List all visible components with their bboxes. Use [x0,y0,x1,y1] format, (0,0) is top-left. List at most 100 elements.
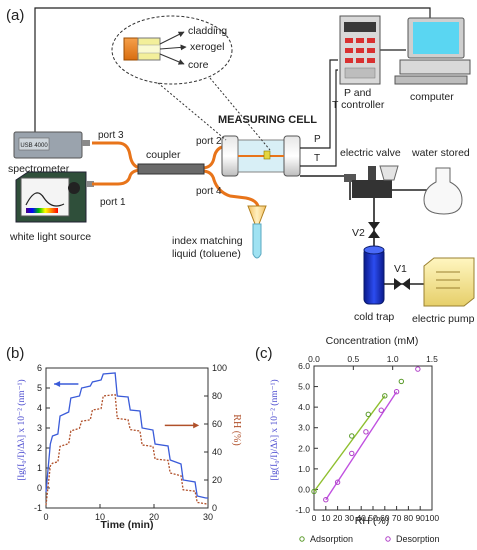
chart-b-xtick-label: 20 [149,512,159,522]
white-light-source-icon [15,171,94,223]
chart-b-ytick-label: 5 [37,383,42,393]
chart-b-y2tick-label: 0 [212,503,217,513]
chart-c-point-desorption [323,497,329,503]
chart-b-ytick-label: 4 [37,403,42,413]
chart-b-y2label: RH (%) [231,414,242,445]
chart-b-ytick-label: 2 [37,443,42,453]
chart-c-legend-label: Desorption [396,534,440,544]
chart-c-ytick-label: 1.0 [298,464,310,474]
spectrometer-display: USB 4000 [20,143,48,149]
port4-label: port 4 [196,186,222,197]
chart-c-point-desorption [378,407,384,413]
chart-c-xtick-label: 90 [415,513,425,523]
chart-c-ytick-label: -1.0 [295,505,310,515]
measuring-cell-icon [221,135,301,177]
controller-label-1: P and [344,87,371,99]
chart-c-legend-marker [299,536,305,542]
v1-valve-icon [394,278,410,290]
chart-c-point-desorption [415,366,421,372]
chart-c-xtick-label: 60 [380,513,390,523]
t-wire [300,69,338,167]
measuring-cell-label: MEASURING CELL [218,114,317,126]
cold-trap-label: cold trap [354,311,394,323]
chart-b: (b) [lg(I₀/I)/Δλ] x 10⁻² (nm⁻¹) RH (%) T… [6,345,242,531]
chart-c-xtick-label: 20 [333,513,343,523]
index-matching-label-2: liquid (toluene) [172,248,241,260]
chart-c-x2tick-label: 1.0 [387,354,399,364]
p-wire [300,59,338,149]
chart-b-ytick-label: -1 [34,503,42,513]
chart-b-ytick-label: 0 [37,483,42,493]
chart-c-x2tick-label: 0.5 [347,354,359,364]
computer-label: computer [410,91,454,103]
v2-valve-icon [368,222,380,238]
cladding-label: cladding [188,25,227,37]
electric-valve-icon [344,165,399,198]
chart-c-fit-line [313,395,386,492]
chart-c-xtick-label: 80 [404,513,414,523]
chart-b-series-right [45,393,208,506]
chart-b-plot-frame [45,367,209,509]
chart-c-plot-frame [313,365,433,511]
chart-b-ytick-label: 1 [37,463,42,473]
electric-valve-label: electric valve [340,147,401,159]
port2-label: port 2 [196,136,222,147]
chart-b-left-arrow-head [54,381,61,387]
fiber-detail-callout [111,15,271,151]
chart-c-point-desorption [363,429,369,435]
index-matching-label-1: index matching [172,235,243,247]
chart-c-fit-line [325,391,398,501]
water-stored-label: water stored [411,147,470,159]
chart-c-point-desorption [393,389,400,395]
chart-b-ytick-label: 6 [37,363,42,373]
chart-c-xtick-label: 50 [368,513,378,523]
chart-c-ylabel: [lg(I₀/I)/Δλ] x 10⁻² (nm⁻¹) [269,379,280,480]
chart-b-ylabel: [lg(I₀/I)/Δλ] x 10⁻² (nm⁻¹) [16,379,27,480]
chart-b-y2tick-label: 40 [212,447,222,457]
cold-trap-icon [363,245,385,305]
chart-c-xtick-label: 100 [425,513,439,523]
chart-c-xtick-label: 0 [312,513,317,523]
chart-c-xtick-label: 70 [392,513,402,523]
chart-c-ytick-label: 5.0 [298,382,310,392]
chart-c-legend-label: Adsorption [310,534,353,544]
port1-label: port 1 [100,197,126,208]
t-label: T [314,153,320,164]
v2-label: V2 [352,227,365,239]
port3-label: port 3 [98,130,124,141]
chart-c-point-adsorption [349,433,355,439]
chart-b-y2tick-label: 80 [212,391,222,401]
spectrometer-icon: USB 4000 [13,131,90,159]
chart-b-xtick-label: 10 [95,512,105,522]
coupler-icon [137,163,205,175]
chart-c-x2tick-label: 1.5 [426,354,438,364]
chart-b-panel-label: (b) [6,345,24,362]
p-label: P [314,134,321,145]
chart-c-panel-label: (c) [255,345,273,362]
v1-label: V1 [394,263,407,275]
chart-b-xtick-label: 30 [203,512,213,522]
chart-b-series-left [45,372,208,499]
chart-c-legend-marker [385,536,391,542]
chart-c-ytick-label: 4.0 [298,402,310,412]
chart-c-ytick-label: 0.0 [298,484,310,494]
chart-b-right-arrow-head [193,422,200,429]
controller-icon [339,15,381,85]
spectrometer-computer-cable [34,7,431,134]
xerogel-label: xerogel [190,41,224,53]
water-flask-icon [392,167,463,215]
chart-c-xlabel: RH (%) [355,515,389,527]
chart-c-point-adsorption [365,411,371,418]
coupler-label: coupler [146,149,181,161]
chart-c-point-adsorption [382,393,388,399]
chart-c-ytick-label: 2.0 [298,443,310,453]
chart-c-ytick-label: 6.0 [298,361,310,371]
panel-a: (a) USB 4000 spectrometer white light so… [6,7,475,325]
chart-b-y2tick-label: 60 [212,419,222,429]
electric-pump-label: electric pump [412,313,475,325]
chart-b-xtick-label: 0 [43,512,48,522]
chart-b-xlabel: Time (min) [101,519,154,531]
controller-label-2: T controller [332,99,385,111]
chart-b-y2tick-label: 20 [212,475,222,485]
